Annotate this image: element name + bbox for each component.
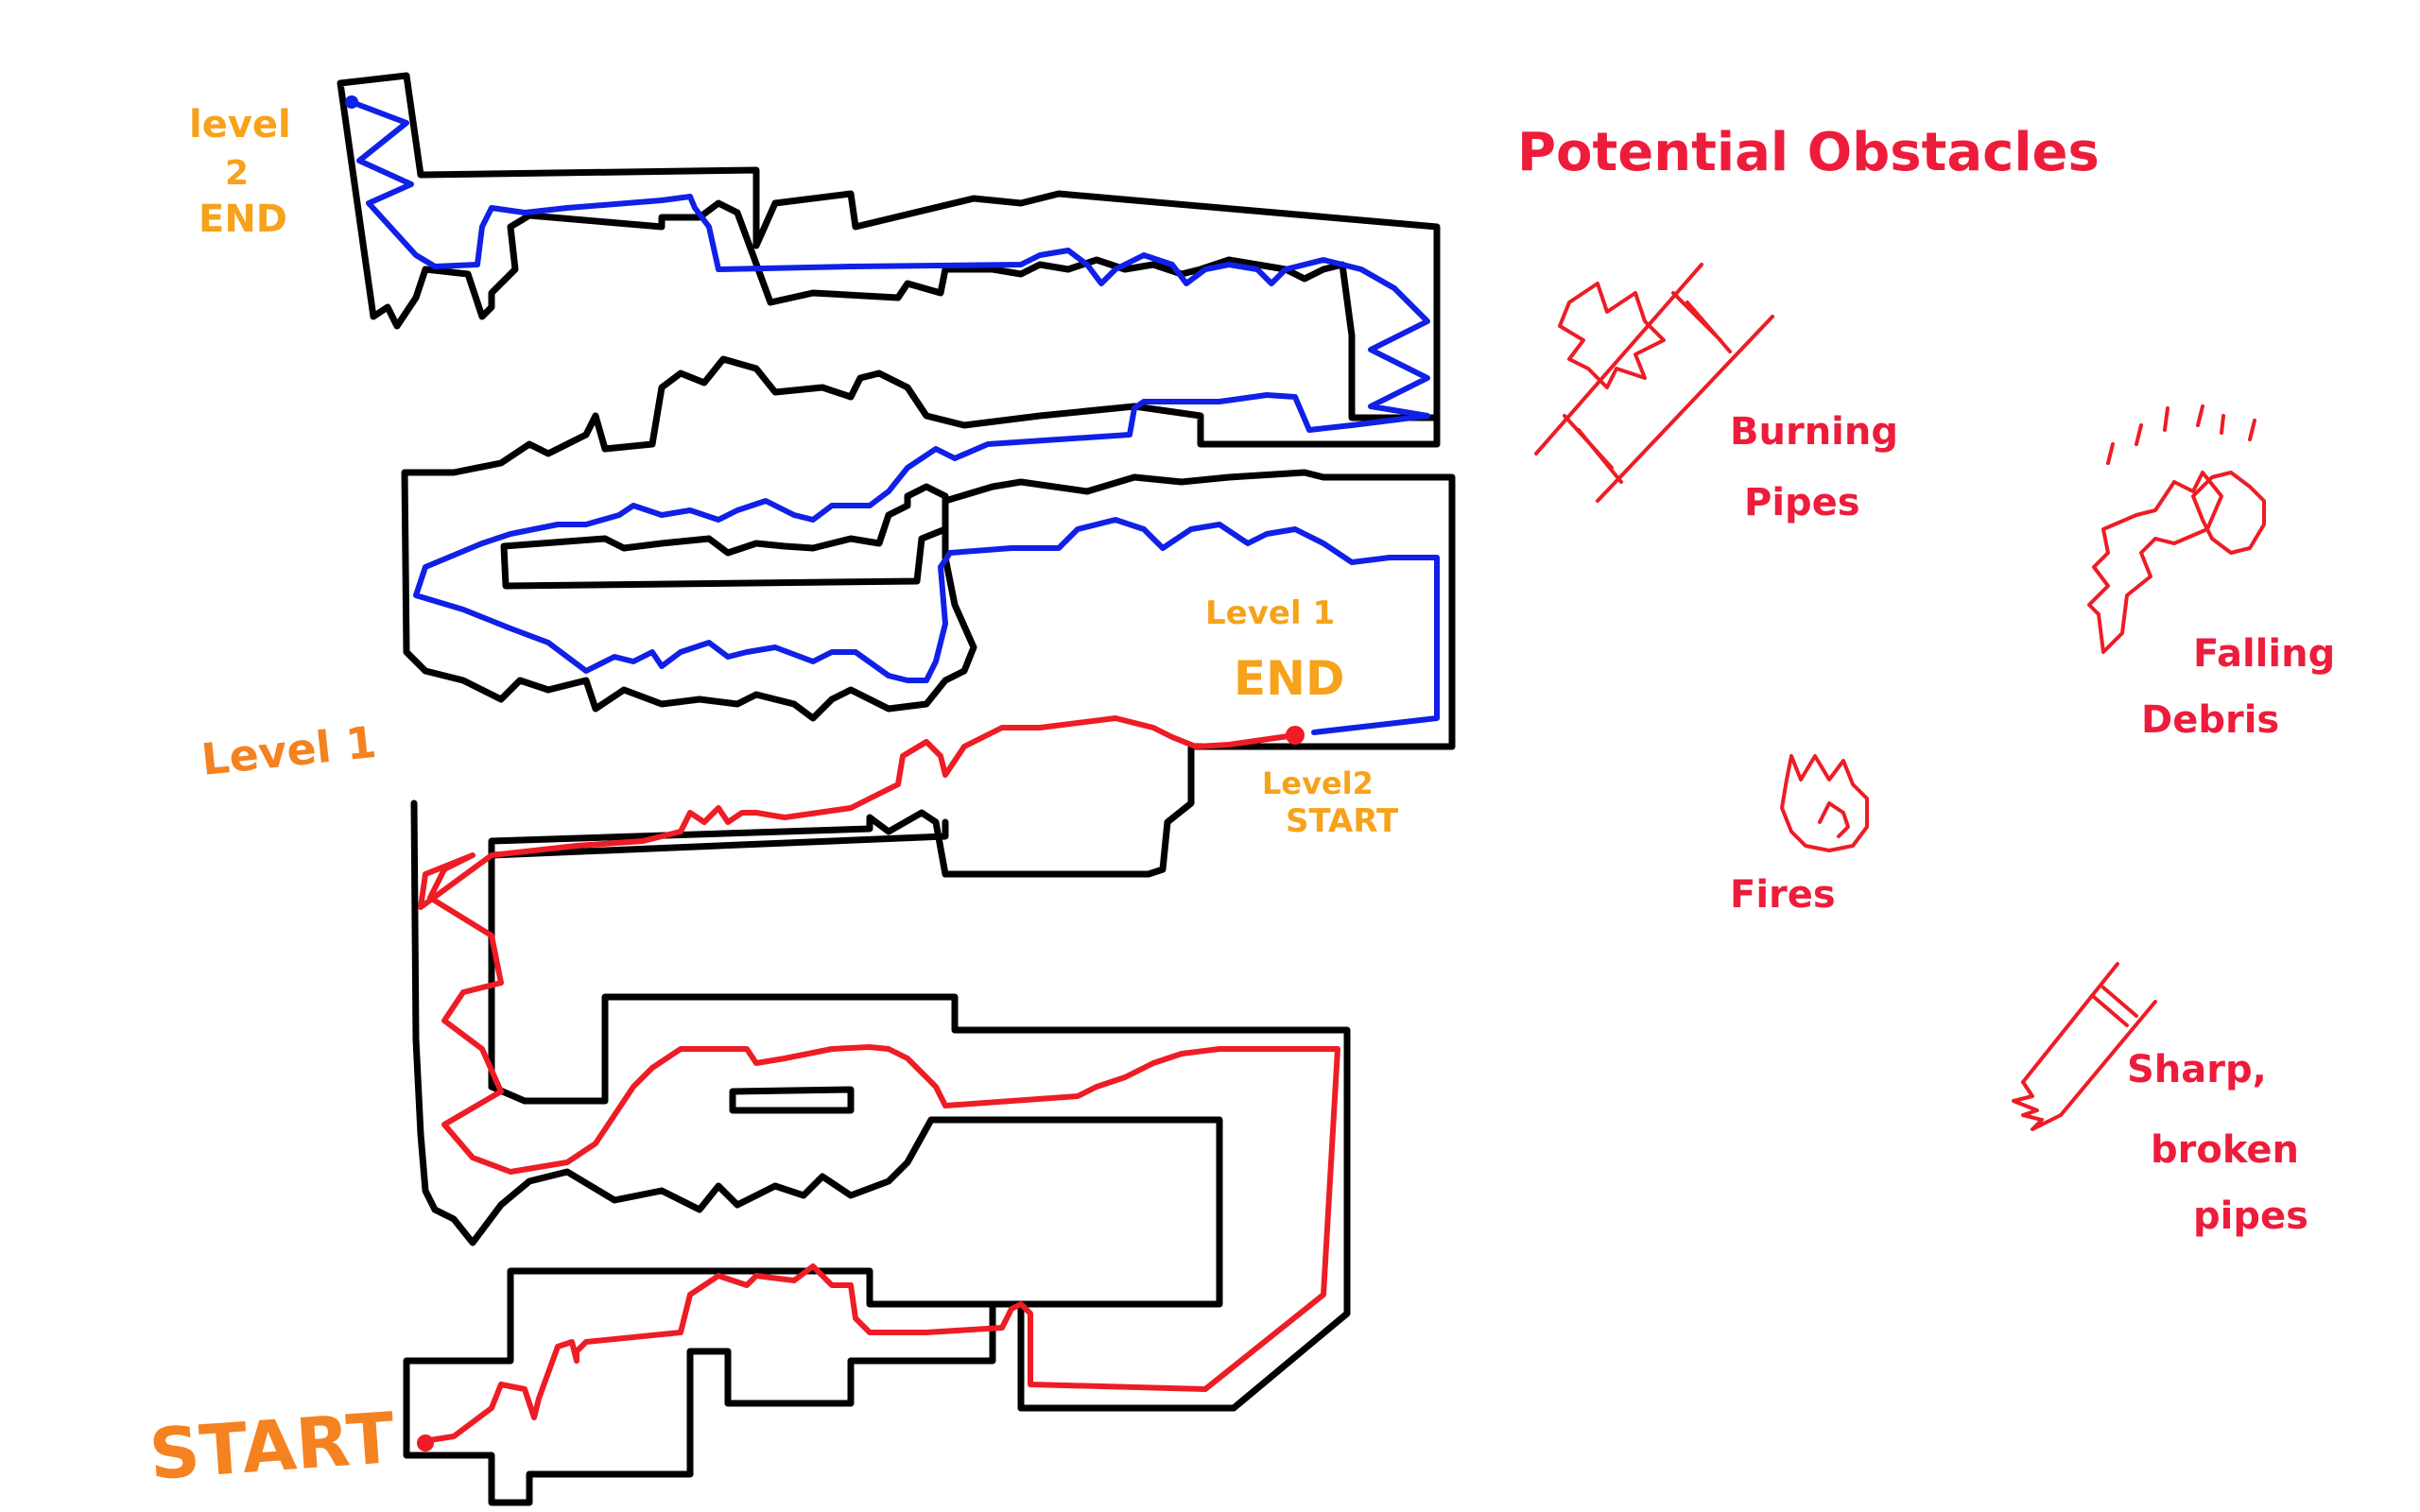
- label-level2-end-line1: level: [189, 103, 291, 146]
- level2-end-marker: [345, 95, 358, 109]
- legend-title: Potential Obstacles: [1517, 122, 2100, 183]
- legend-burning-pipes-line1: Burning: [1730, 410, 1898, 454]
- level2-start-marker: [1286, 726, 1305, 745]
- label-level1-side: Level 1: [199, 716, 379, 785]
- legend-broken-pipes-line3: pipes: [2193, 1194, 2308, 1238]
- falling-debris-icon: [2089, 406, 2264, 652]
- legend-falling-debris-line2: Debris: [2141, 698, 2279, 742]
- broken-pipe-icon: [2014, 964, 2155, 1129]
- legend-falling-debris-line1: Falling: [2193, 632, 2335, 676]
- legend-fires: Fires: [1730, 873, 1836, 917]
- label-level1-end-line2: END: [1234, 651, 1345, 706]
- level2-route: [352, 102, 1437, 732]
- label-level2-end-line2: 2: [225, 154, 249, 193]
- label-start: START: [147, 1398, 397, 1496]
- map-labels: level 2 END Level 1 Level 1 END Level2 S…: [147, 103, 1399, 1496]
- label-level2-start-line1: Level2: [1262, 765, 1374, 801]
- level1-start-marker: [417, 1435, 434, 1452]
- burning-pipe-icon: [1536, 265, 1772, 501]
- label-level1-end-line1: Level 1: [1205, 594, 1335, 632]
- wall-island-small: [733, 1090, 851, 1110]
- fire-icon: [1782, 756, 1867, 850]
- legend-burning-pipes-line2: Pipes: [1744, 481, 1860, 524]
- obstacles-legend: Potential Obstacles Burning Pipes Fallin…: [1517, 122, 2335, 1238]
- label-level2-end-line3: END: [199, 198, 287, 241]
- legend-broken-pipes-line1: Sharp,: [2127, 1048, 2267, 1091]
- legend-broken-pipes-line2: broken: [2151, 1128, 2299, 1172]
- label-level2-start-line2: START: [1286, 802, 1399, 840]
- level1-path: [417, 718, 1338, 1452]
- level2-path: [345, 95, 1437, 732]
- wall-top-corridor: [340, 76, 1437, 418]
